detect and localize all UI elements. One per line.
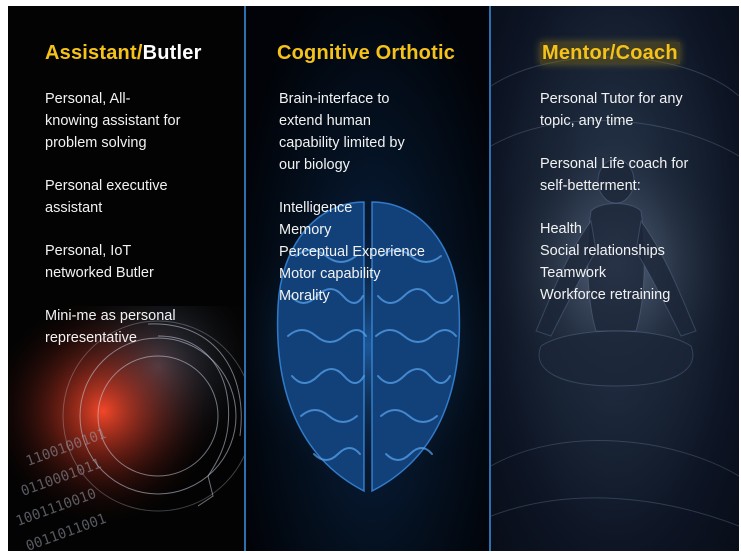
butler-title-part: Butler bbox=[142, 42, 202, 64]
cognitive-orthotic-title: Cognitive Orthotic bbox=[277, 42, 456, 64]
column-divider bbox=[489, 6, 491, 551]
assistant-paragraph: Personal, All- knowing assistant for pro… bbox=[45, 91, 181, 151]
cognitive-orthotic-text: Brain-interface to extend human capabili… bbox=[279, 88, 484, 307]
mentor-paragraph: Personal Life coach for self-betterment: bbox=[540, 156, 689, 194]
cognitive-item: Memory bbox=[279, 222, 332, 238]
assistant-paragraph: Personal, IoT networked Butler bbox=[45, 243, 154, 281]
meditating-figure-illustration bbox=[491, 6, 739, 551]
slide: 1100100101 0110001011 1001110010 0011011… bbox=[8, 6, 739, 551]
assistant-title-part: Assistant/ bbox=[45, 42, 143, 64]
mentor-item: Workforce retraining bbox=[540, 287, 671, 303]
column-divider bbox=[244, 6, 246, 551]
column-cognitive-orthotic: Cognitive Orthotic Brain-interface to ex… bbox=[246, 6, 489, 551]
assistant-paragraph: Mini-me as personal representative bbox=[45, 308, 176, 346]
assistant-butler-title: Assistant/Butler bbox=[45, 42, 202, 65]
brain-illustration bbox=[246, 166, 489, 526]
cognitive-item: Motor capability bbox=[279, 266, 381, 282]
assistant-paragraph: Personal executive assistant bbox=[45, 178, 168, 216]
cognitive-item: Intelligence bbox=[279, 200, 353, 216]
cognitive-item: Perceptual Experience bbox=[279, 244, 425, 260]
mentor-paragraph: Personal Tutor for any topic, any time bbox=[540, 91, 683, 129]
mentor-item: Social relationships bbox=[540, 243, 665, 259]
mentor-item: Teamwork bbox=[540, 265, 607, 281]
cognitive-item: Morality bbox=[279, 288, 330, 304]
mentor-coach-text: Personal Tutor for any topic, any time P… bbox=[540, 88, 735, 306]
assistant-butler-text: Personal, All- knowing assistant for pro… bbox=[45, 88, 240, 349]
column-assistant-butler: 1100100101 0110001011 1001110010 0011011… bbox=[8, 6, 244, 551]
mentor-item: Health bbox=[540, 221, 582, 237]
mentor-coach-title-text: Mentor/Coach bbox=[540, 42, 680, 64]
mentor-coach-title: Mentor/Coach bbox=[540, 42, 680, 65]
cognitive-intro: Brain-interface to extend human capabili… bbox=[279, 91, 405, 173]
ai-head-illustration: 1100100101 0110001011 1001110010 0011011… bbox=[8, 306, 244, 551]
column-mentor-coach: Mentor/Coach Personal Tutor for any topi… bbox=[491, 6, 739, 551]
